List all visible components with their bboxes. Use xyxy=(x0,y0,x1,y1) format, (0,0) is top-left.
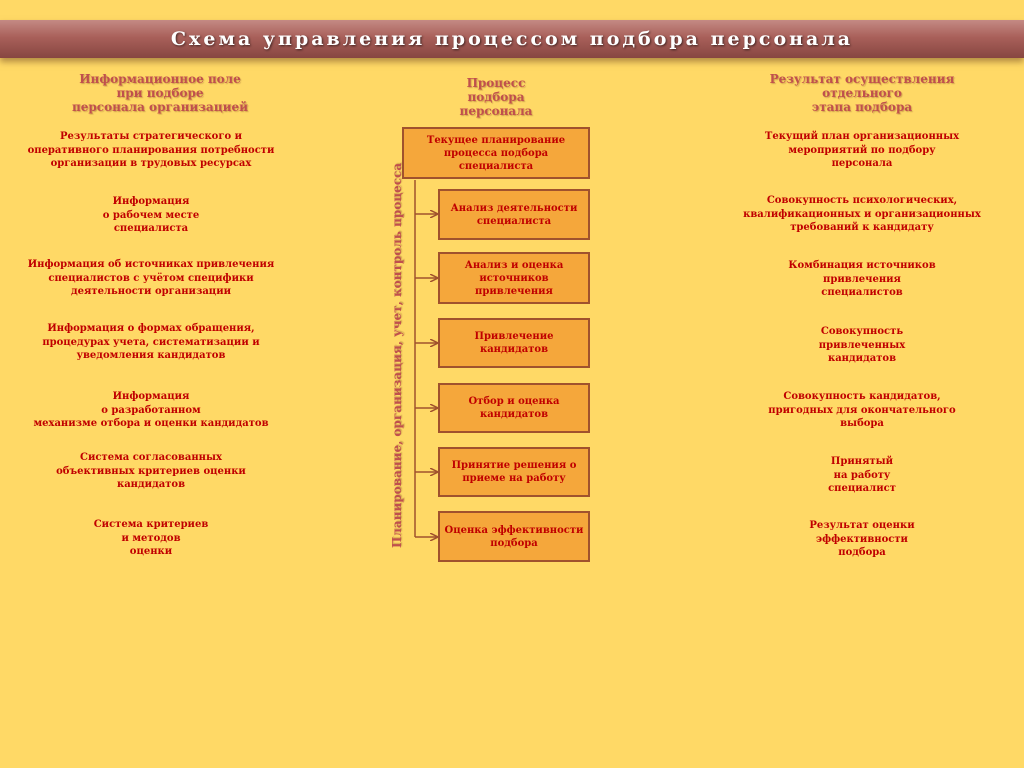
left-info-item: Результаты стратегического и оперативног… xyxy=(27,131,275,169)
step-box-6: Оценка эффективности подбора xyxy=(438,511,590,562)
right-result-item: Результат оценки эффективности подбора xyxy=(809,520,915,558)
step-box-3: Привлечение кандидатов xyxy=(438,318,590,368)
left-info-item: Информация об источниках привлечения спе… xyxy=(27,259,275,297)
left-info-item: Информация о рабочем месте специалиста xyxy=(102,196,200,234)
right-result-item: Принятый на работу специалист xyxy=(828,456,896,494)
right-result-item: Совокупность привлеченных кандидатов xyxy=(818,326,906,364)
right-column-header: Результат осуществления отдельного этапа… xyxy=(769,72,955,114)
step-box-1: Анализ деятельности специалиста xyxy=(438,189,590,240)
right-result-item: Совокупность психологических, квалификац… xyxy=(743,195,981,233)
left-column-header: Информационное поле при подборе персонал… xyxy=(71,72,249,114)
right-result-item: Текущий план организационных мероприятий… xyxy=(764,131,960,169)
left-info-item: Система согласованных объективных критер… xyxy=(56,452,246,490)
right-result-item: Совокупность кандидатов, пригодных для о… xyxy=(768,391,956,429)
left-info-item: Информация о формах обращения, процедура… xyxy=(42,323,260,361)
page-title: Схема управления процессом подбора персо… xyxy=(170,28,854,50)
step-box-2: Анализ и оценка источников привлечения xyxy=(438,252,590,304)
left-info-item: Информация о разработанном механизме отб… xyxy=(33,391,269,429)
left-info-item: Система критериев и методов оценки xyxy=(93,519,209,557)
vertical-process-label: Планирование, организация, учет, контрол… xyxy=(390,162,404,548)
step-box-4: Отбор и оценка кандидатов xyxy=(438,383,590,433)
right-result-item: Комбинация источников привлечения специа… xyxy=(788,260,936,298)
center-column-header: Процесс подбора персонала xyxy=(459,76,533,118)
step-box-5: Принятие решения о приеме на работу xyxy=(438,447,590,497)
title-banner: Схема управления процессом подбора персо… xyxy=(0,20,1024,58)
top-planning-box: Текущее планирование процесса подбора сп… xyxy=(402,127,590,179)
